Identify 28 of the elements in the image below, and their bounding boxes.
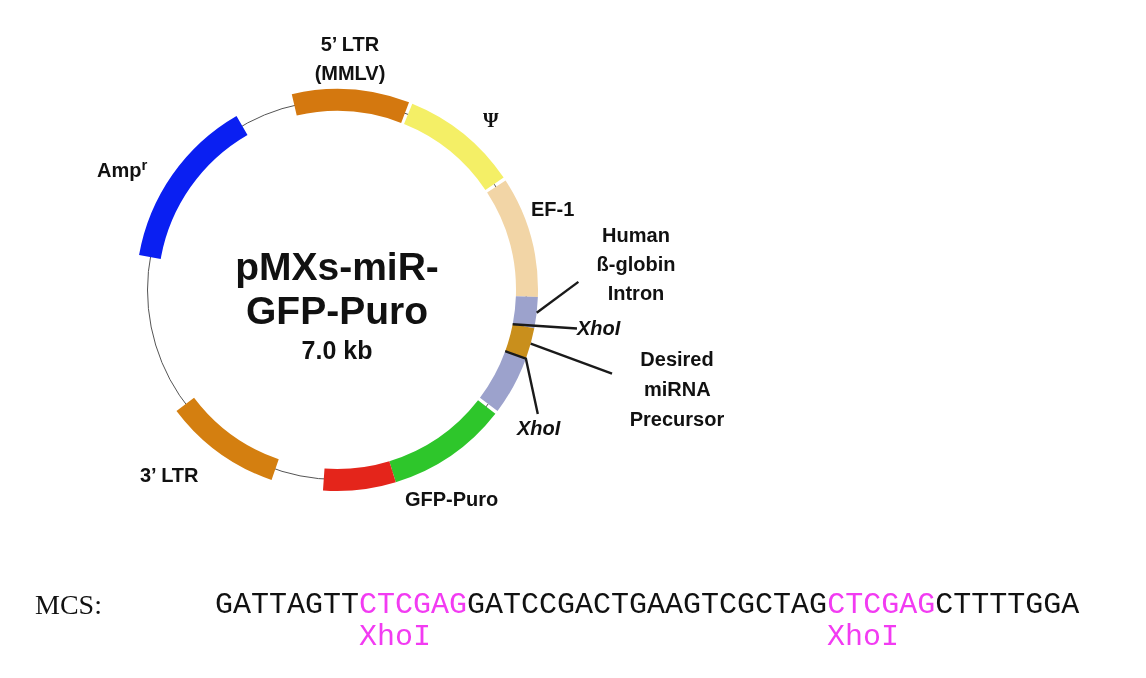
feature-arc — [512, 296, 538, 329]
restriction-enzyme-label: XhoI — [827, 622, 899, 652]
leader-line — [504, 350, 539, 415]
sequence-label: MCS: — [35, 589, 102, 621]
dna-sequence: GATCCGACTGAAGTCGCTAG — [467, 590, 828, 620]
feature-label: Ψ — [483, 108, 499, 133]
plasmid-name: pMXs-miR-GFP-Puro — [234, 245, 440, 333]
restriction-site-sequence: CTCGAG — [359, 590, 468, 620]
feature-label: GFP-Puro — [405, 487, 499, 512]
leader-line — [512, 323, 578, 330]
feature-label: Desired miRNA Precursor — [612, 344, 742, 434]
feature-label: EF-1 — [531, 197, 575, 222]
feature-label: 5’ LTR (MMLV) — [313, 32, 387, 86]
feature-label: Amp$^{r}$ — [97, 156, 148, 183]
feature-arc — [291, 89, 410, 123]
leader-line — [536, 280, 580, 314]
feature-arc — [323, 461, 396, 491]
restriction-site-label: XhoI — [517, 414, 561, 443]
feature-arc — [505, 324, 535, 359]
restriction-enzyme-label: XhoI — [359, 622, 431, 652]
feature-label: 3’ LTR — [140, 463, 199, 488]
dna-sequence: GATTAGTT — [215, 590, 360, 620]
feature-label: Human ß-globin Intron — [572, 221, 700, 308]
restriction-site-label: XhoI — [577, 314, 621, 343]
leader-line — [530, 342, 613, 375]
restriction-site-sequence: CTCGAG — [827, 590, 936, 620]
plasmid-size: 7.0 kb — [301, 335, 373, 365]
dna-sequence: CTTTTGGA — [935, 590, 1080, 620]
